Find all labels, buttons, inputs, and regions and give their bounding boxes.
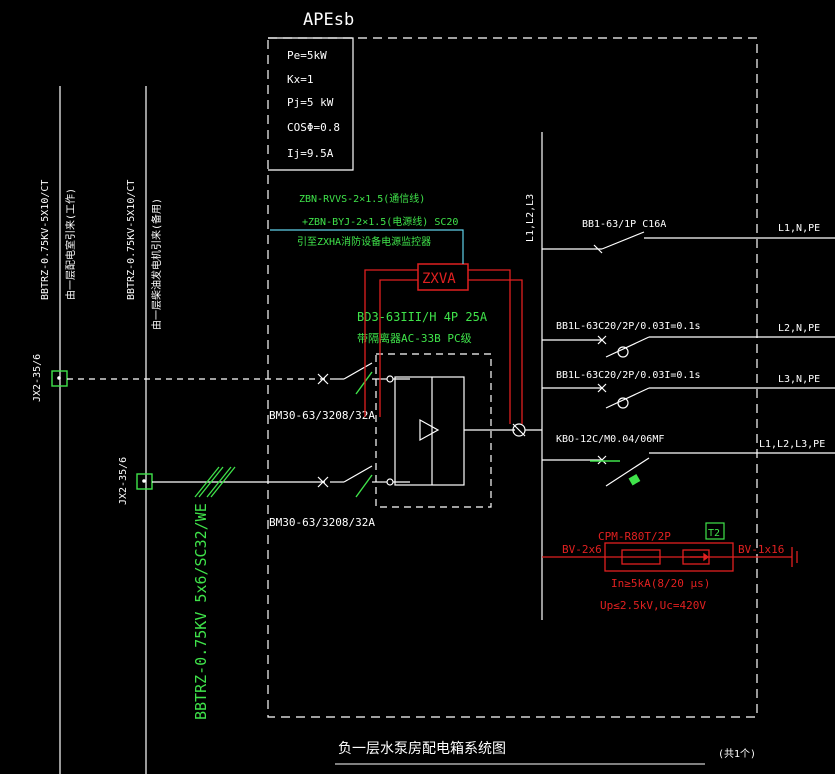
incoming-breaker-2 [317, 465, 382, 488]
spd-device [542, 542, 798, 572]
zxva-control-wires [364, 269, 523, 424]
fire-link-labels: ZBN-RVVS-2×1.5(通信线) +ZBN-BYJ-2×1.5(电源线) … [297, 192, 458, 248]
spd-model: CPM-R80T/2P [598, 530, 671, 543]
junction-dots [57, 376, 146, 483]
circuit-1 [542, 231, 835, 254]
param-block: Pe=5kW Kx=1 Pj=5 kW COSΦ=0.8 Ij=9.5A [287, 49, 340, 160]
fire-link-line-2: +ZBN-BYJ-2×1.5(电源线) SC20 [302, 215, 458, 228]
spd-left-wire: BV-2x6 [562, 543, 602, 556]
green-breaker-marks [355, 371, 373, 498]
circuit-4-breaker: KBO-12C/M0.04/06MF [556, 434, 664, 445]
incoming-breaker-label-1: BM30-63/3208/32A [269, 409, 375, 422]
fire-link-line [270, 229, 464, 264]
circuit-2-phase: L2,N,PE [778, 323, 820, 334]
circuit-2 [542, 335, 835, 358]
junction-label-1: JX2-35/6 [32, 354, 43, 402]
box-outline [267, 37, 758, 718]
incoming-labels: BBTRZ-0.75KV-5X10/CT 由一层配电室引来(工作) BBTRZ-… [32, 180, 210, 720]
circuit-labels: BB1-63/1P C16A L1,N,PE BB1L-63C20/2P/0.0… [556, 219, 825, 450]
zxva-label: ZXVA [422, 271, 456, 287]
incoming-breaker-1 [317, 362, 382, 385]
main-cable-label: BBTRZ-0.75KV 5x6/SC32/WE [192, 503, 210, 720]
fire-link-line-3: 引至ZXHA消防设备电源监控器 [297, 235, 431, 248]
incoming-cable-1: BBTRZ-0.75KV-5X10/CT [40, 180, 51, 300]
spd-right-wire: BV-1x16 [738, 543, 784, 556]
spd-tag: T2 [708, 528, 720, 539]
busbar-label: L1,L2,L3 [525, 194, 536, 242]
ats-enclosure [375, 353, 492, 508]
fire-link-line-1: ZBN-RVVS-2×1.5(通信线) [299, 192, 425, 205]
param-pe: Pe=5kW [287, 49, 327, 62]
ats-note-label: 带隔离器AC-33B PC级 [357, 331, 472, 345]
incoming-breaker-label-2: BM30-63/3208/32A [269, 516, 375, 529]
left-vertical-lines [59, 86, 147, 774]
incoming-cable-2: BBTRZ-0.75KV-5X10/CT [126, 180, 137, 300]
circuit-3-phase: L3,N,PE [778, 374, 820, 385]
circuit-1-phase: L1,N,PE [778, 223, 820, 234]
param-cos: COSΦ=0.8 [287, 121, 340, 134]
zxva-box [417, 263, 469, 291]
spd-spec-1: In≥5kA(8/20 μs) [611, 577, 710, 590]
circuit-3-breaker: BB1L-63C20/2P/0.03I=0.1s [556, 370, 701, 381]
spd-spec-2: Up≤2.5kV,Uc=420V [600, 599, 706, 612]
circuit-4-mark [628, 474, 641, 486]
circuit-1-breaker: BB1-63/1P C16A [582, 219, 666, 230]
cable-ticks [194, 466, 236, 498]
drawing-title: 负一层水泵房配电箱系统图 [338, 741, 506, 757]
param-ij: Ij=9.5A [287, 147, 334, 160]
sheet-note: (共1个) [718, 748, 756, 760]
incoming-feeders [67, 378, 325, 483]
ats-switch [382, 375, 542, 486]
circuit-4-phase: L1,L2,L3,PE [759, 439, 825, 450]
box-title: APEsb [303, 10, 354, 30]
param-pj: Pj=5 kW [287, 96, 334, 109]
circuit-3 [542, 383, 835, 409]
spd-tag-box [705, 522, 725, 540]
ats-model-label: BD3-63III/H 4P 25A [357, 310, 488, 324]
circuit-2-breaker: BB1L-63C20/2P/0.03I=0.1s [556, 321, 701, 332]
incoming-source-2: 由一层柴油发电机引来(备用) [150, 198, 163, 330]
incoming-source-1: 由一层配电室引来(工作) [64, 188, 77, 300]
circuit-4 [542, 452, 835, 487]
param-kx: Kx=1 [287, 73, 314, 86]
junction-label-2: JX2-35/6 [118, 457, 129, 505]
